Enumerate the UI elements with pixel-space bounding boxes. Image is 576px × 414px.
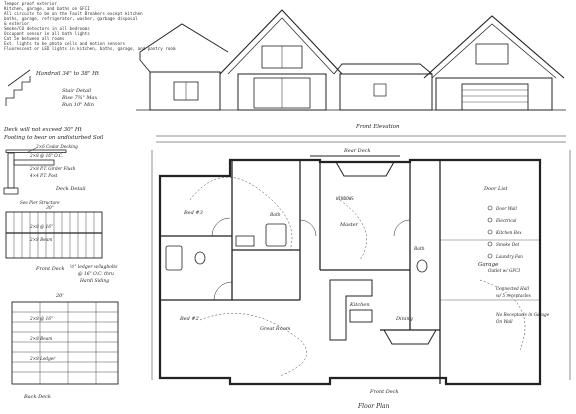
front-deck-title: Front Deck xyxy=(35,266,65,272)
connector-window xyxy=(373,83,387,97)
floor-plan: Rear Deck xyxy=(151,135,571,410)
garage-gable-trim xyxy=(431,23,557,79)
note-line: Occupant sensor in all bath lights xyxy=(4,31,90,36)
deck-detail: 2×6 Cedar Decking 2×8 @ 16" O.C. 2×8 P.T… xyxy=(3,144,86,205)
general-notes: Tempor proof exterior Kitchen, garage, a… xyxy=(4,1,176,51)
girder xyxy=(13,159,55,166)
left-wing-eave xyxy=(139,52,151,73)
vanity xyxy=(235,235,255,247)
note-line: Smoke/CO detectors in all bedrooms xyxy=(4,26,90,31)
back-deck-ledger: 2×8 Ledger xyxy=(29,356,56,361)
deck-note: Footing to bear on undisturbed Soil xyxy=(3,135,104,141)
legend-outlet: Outlet w/ GFCI xyxy=(488,268,520,273)
connector-roof xyxy=(333,63,433,75)
deck-ledger-label: 2×8 @ 16" O.C. xyxy=(29,153,63,158)
deck-notes: Deck will not exceed 30" Ht Footing to b… xyxy=(3,127,104,141)
dining-bay xyxy=(383,329,437,345)
exterior-walls xyxy=(158,158,542,386)
stair-profile xyxy=(5,76,31,106)
legend-note: No Receptacle in Garage xyxy=(495,312,550,317)
master-toilet xyxy=(416,259,428,273)
garage-attic-window xyxy=(475,43,509,65)
leader-line xyxy=(27,147,37,153)
front-elevation: Front Elevation xyxy=(136,9,566,130)
legend-item: Smoke Det xyxy=(496,242,520,247)
handrail-note: Handrail 34" to 38" Ht xyxy=(35,71,100,77)
front-deck-note2: @ 16" O.C. thru xyxy=(78,270,114,277)
rear-deck-label: Rear Deck xyxy=(343,148,370,154)
note-line: Cat 5e between all rooms xyxy=(4,36,65,41)
legend-note: w/ 5 receptacles xyxy=(496,293,531,298)
legend-item: Electrical xyxy=(495,218,517,223)
back-deck-title: Back Deck xyxy=(23,394,51,400)
front-deck-joist: 2×8 @ 16" xyxy=(29,224,53,229)
front-deck-ledger-note: ½" ledger w/lagbolts xyxy=(70,263,118,270)
room-label: Bath xyxy=(413,246,425,252)
shower xyxy=(265,223,287,247)
decking-board xyxy=(5,149,67,153)
left-wing-roof xyxy=(139,23,229,53)
floor-plan-title: Floor Plan xyxy=(357,403,390,410)
deck-joist-label: 2×6 Cedar Decking xyxy=(35,144,78,149)
back-deck-joist: 2×8 @ 16" xyxy=(29,316,53,321)
window-label: WINDOWS xyxy=(336,196,354,201)
bay-window xyxy=(335,161,395,177)
room-label: Garage xyxy=(478,262,499,268)
left-wing-wall xyxy=(149,71,221,111)
note-line: Fluorescent or LED lights in kitchen, ba… xyxy=(4,46,176,51)
pier xyxy=(3,187,19,195)
note-line: baths, garage, refrigerator, washer, gar… xyxy=(4,16,138,21)
back-deck-size: 20' xyxy=(55,293,64,299)
back-deck-plan: 20' 2×8 @ 16" 2×8 Beam 2×8 Ledger Back D… xyxy=(11,293,119,400)
garage-wall xyxy=(435,77,553,111)
stair-rise: Rise 7¾" Max xyxy=(61,94,97,101)
note-line: All circuits to be on the Fault Breakers… xyxy=(4,11,143,16)
post xyxy=(7,152,15,189)
center-gable-roof xyxy=(219,9,343,75)
room-label: Bed #3 xyxy=(183,210,203,216)
handrail-line xyxy=(7,69,31,87)
room-label: Great Room xyxy=(260,326,291,332)
room-label: Master xyxy=(339,222,359,228)
legend-item: Door Wall xyxy=(495,206,518,211)
bathtub xyxy=(165,245,183,271)
kitchen-counter xyxy=(329,279,373,341)
stair-detail: Handrail 34" to 38" Ht Stair Detail Rise… xyxy=(5,69,100,108)
deck-detail-title: Deck Detail xyxy=(55,186,86,192)
room-label: Kitchen xyxy=(349,302,370,308)
back-deck-outline xyxy=(11,301,119,385)
garage-door xyxy=(461,83,529,111)
front-deck-note3: Hardi Siding xyxy=(79,278,109,284)
pier-note: See Pier Structure xyxy=(20,200,60,205)
deck-girder-label: 2×8 P.T. Girder Flush xyxy=(29,166,76,171)
front-deck-beam-label: 2×8 Beam xyxy=(29,237,52,242)
legend-note: Connected Hall xyxy=(496,286,530,291)
front-deck-plan-label: Front Deck xyxy=(369,389,399,395)
deck-post-label: 4×4 P.T. Post xyxy=(29,173,58,178)
room-label: Bath xyxy=(269,212,281,218)
center-gable-trim xyxy=(227,17,335,75)
kitchen-island xyxy=(349,309,373,323)
room-label: Dining xyxy=(395,316,413,322)
note-line: Tempor proof exterior xyxy=(4,1,57,6)
legend-item: Kitchen Box xyxy=(495,230,522,235)
legend-title: Door List xyxy=(483,186,508,192)
note-line: Ext. lights to be photo cells and motion… xyxy=(4,41,125,46)
front-deck-size: 30" xyxy=(46,205,54,211)
legend-item: Laundry Fan xyxy=(495,254,523,259)
deck-note: Deck will not exceed 30" Ht xyxy=(3,127,83,133)
toilet xyxy=(194,251,206,265)
front-elevation-title: Front Elevation xyxy=(355,124,400,130)
note-line: & exterior xyxy=(4,21,30,26)
room-label: Bed #2 xyxy=(179,316,199,322)
front-deck-plan: 30" 2×8 @ 16" 2×8 Beam Front Deck ½" led… xyxy=(5,205,118,284)
back-deck-beam: 2×8 Beam xyxy=(29,336,52,341)
garage-gable-roof xyxy=(423,15,565,79)
electrical-legend: Door List Door Wall Electrical Kitchen B… xyxy=(483,186,550,324)
stair-detail-title: Stair Detail xyxy=(62,88,92,94)
note-line: Kitchen, garage, and baths on GFCI xyxy=(4,6,90,11)
legend-note: On Wall xyxy=(496,319,513,324)
stair-run: Run 10" Min xyxy=(61,102,94,108)
